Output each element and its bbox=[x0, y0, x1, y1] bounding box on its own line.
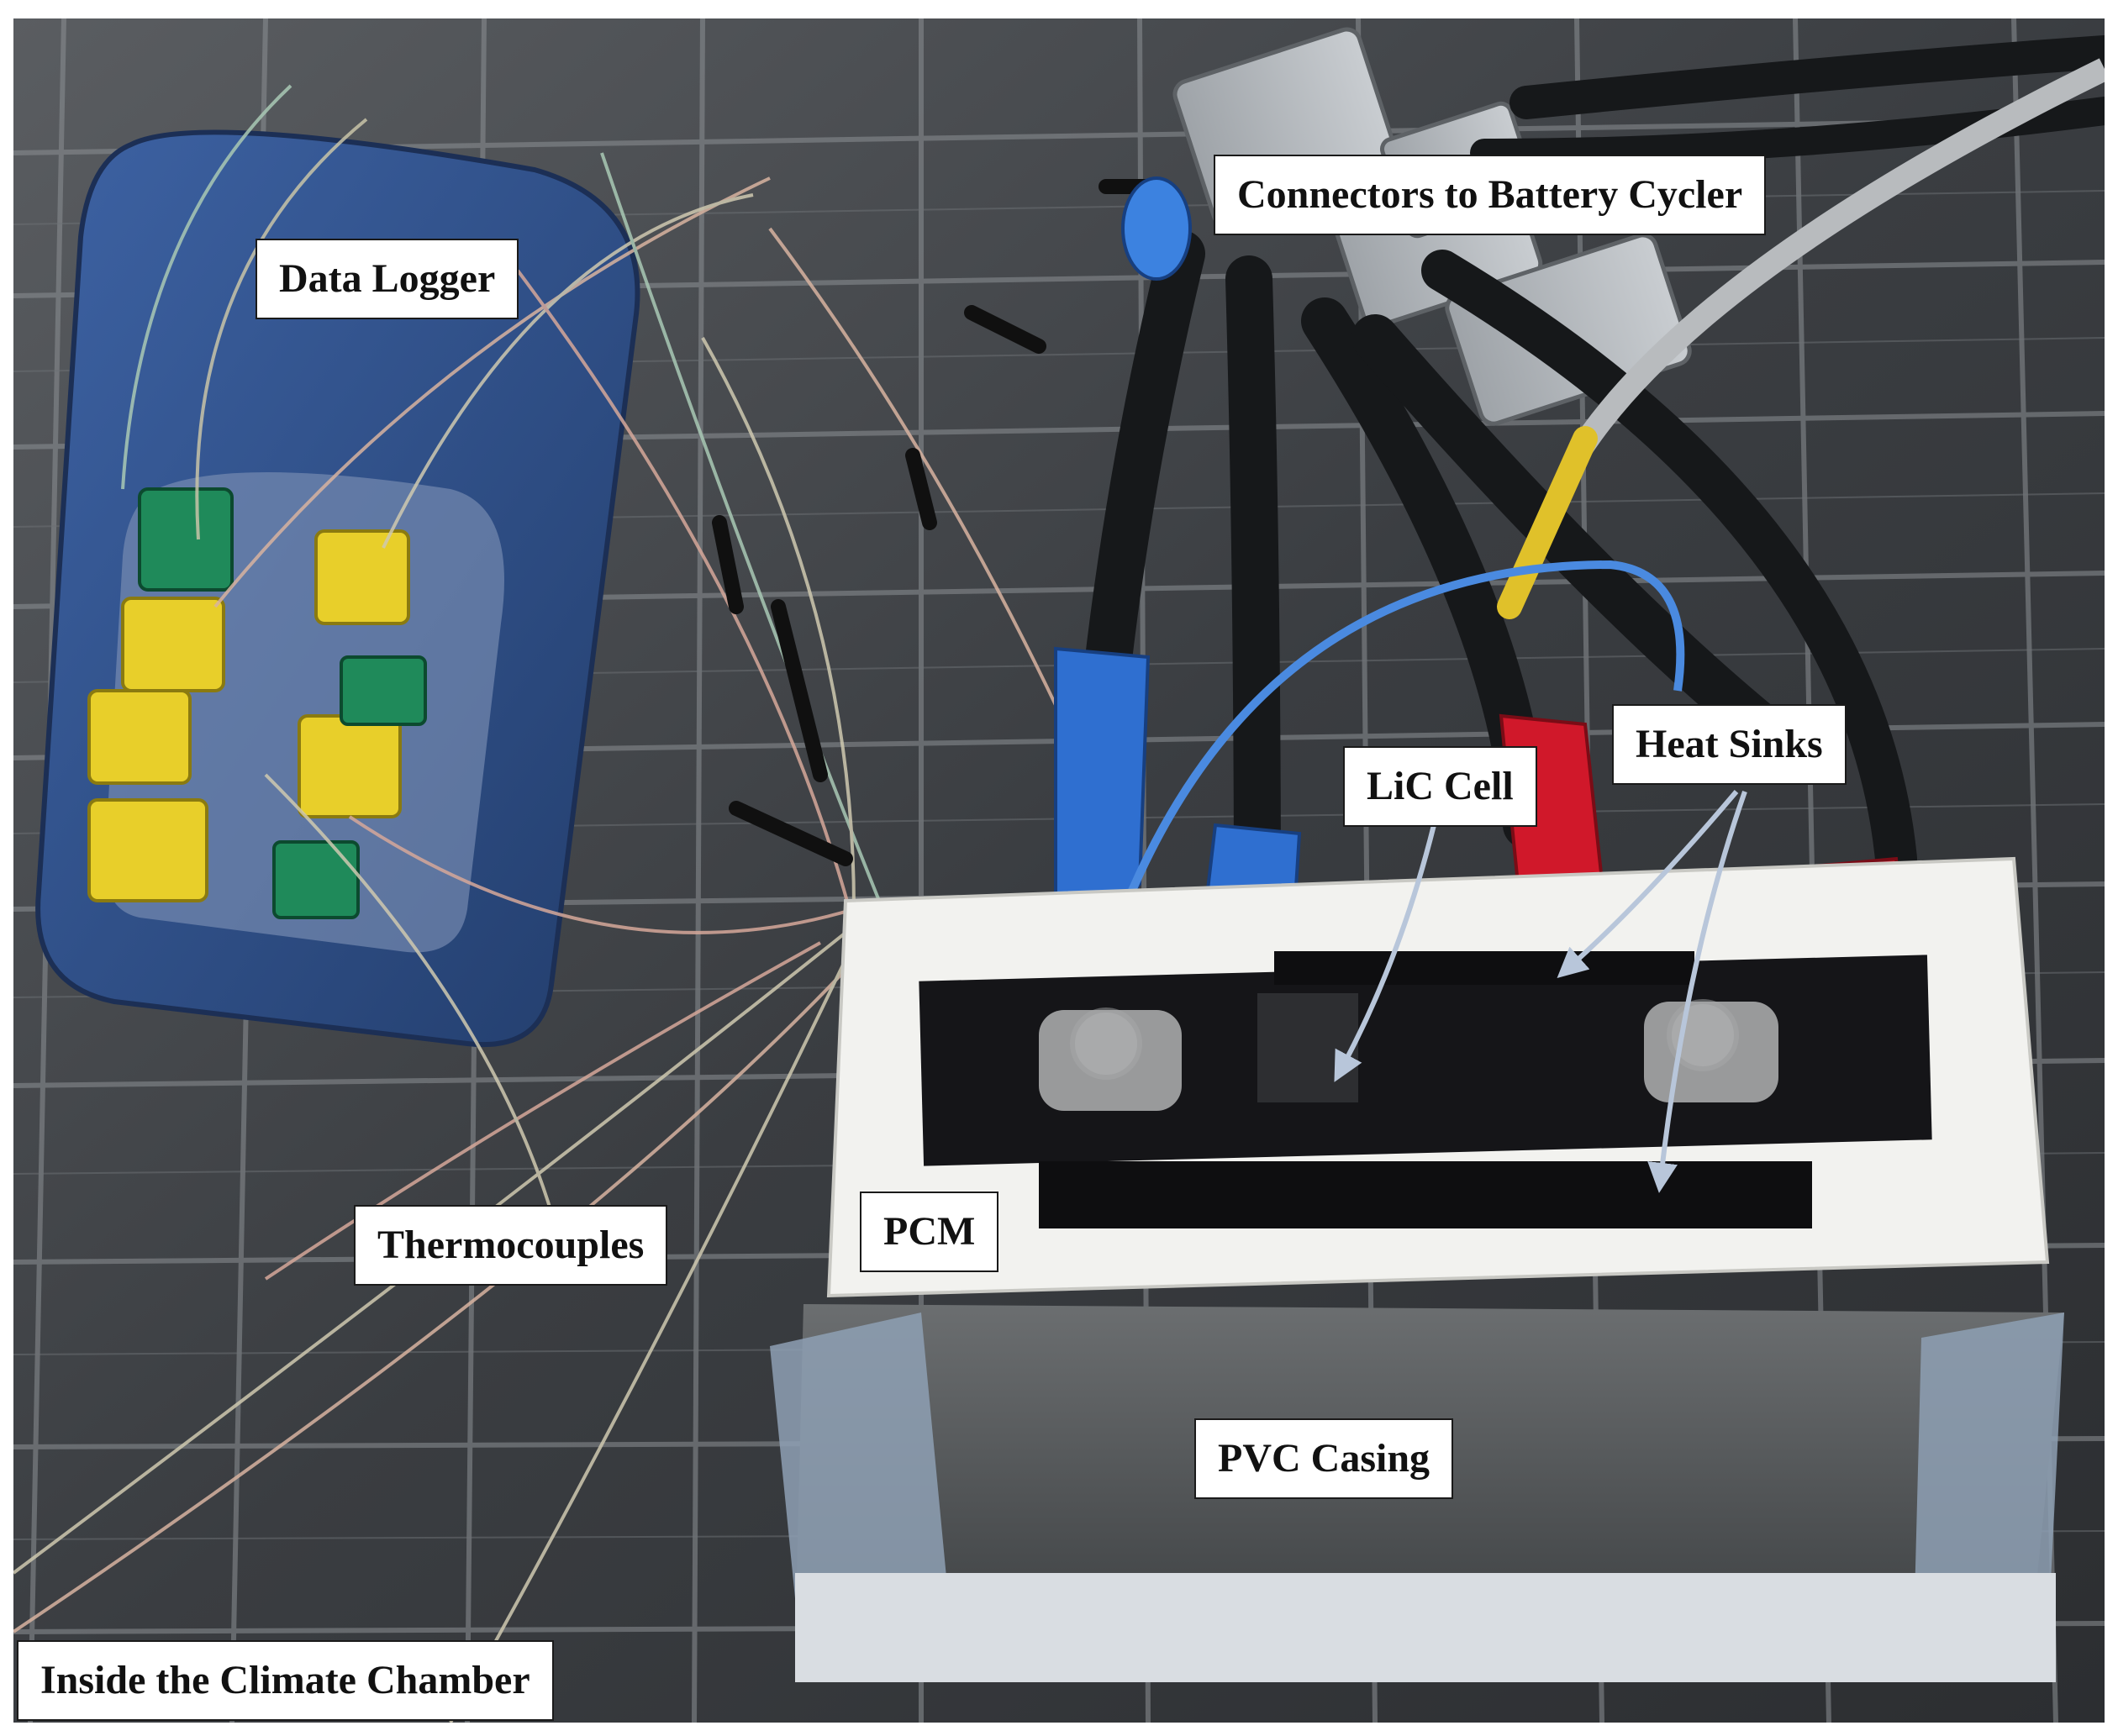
pcm-block bbox=[826, 856, 2050, 1298]
green-connectors bbox=[138, 487, 427, 919]
pcm-label: PCM bbox=[860, 1192, 999, 1272]
lic-cell-arrow bbox=[1334, 824, 1436, 1082]
heat-shrink-sleeves bbox=[712, 179, 1164, 866]
lic-cell-label: LiC Cell bbox=[1343, 746, 1537, 827]
heat-sink-arrow-upper bbox=[1557, 790, 1739, 978]
yellow-connectors bbox=[87, 529, 410, 902]
pvc-casing-label: PVC Casing bbox=[1194, 1418, 1454, 1499]
yellow-sleeve bbox=[1497, 426, 1598, 619]
annotation-arrows bbox=[1334, 790, 1747, 1193]
thermocouples-label: Thermocouples bbox=[354, 1205, 668, 1286]
chamber-label: Inside the Climate Chamber bbox=[17, 1640, 554, 1721]
grey-cable bbox=[1567, 58, 2105, 462]
photo-frame: Data Logger Connectors to Battery Cycler… bbox=[13, 18, 2105, 1723]
heat-sinks-label: Heat Sinks bbox=[1612, 704, 1847, 785]
heat-sink-arrow-lower bbox=[1647, 791, 1747, 1193]
blue-wire bbox=[1127, 560, 1685, 894]
power-cables bbox=[1066, 35, 2105, 924]
data-logger bbox=[35, 129, 640, 1048]
data-logger-label: Data Logger bbox=[256, 239, 519, 319]
connectors-label: Connectors to Battery Cycler bbox=[1214, 155, 1767, 235]
